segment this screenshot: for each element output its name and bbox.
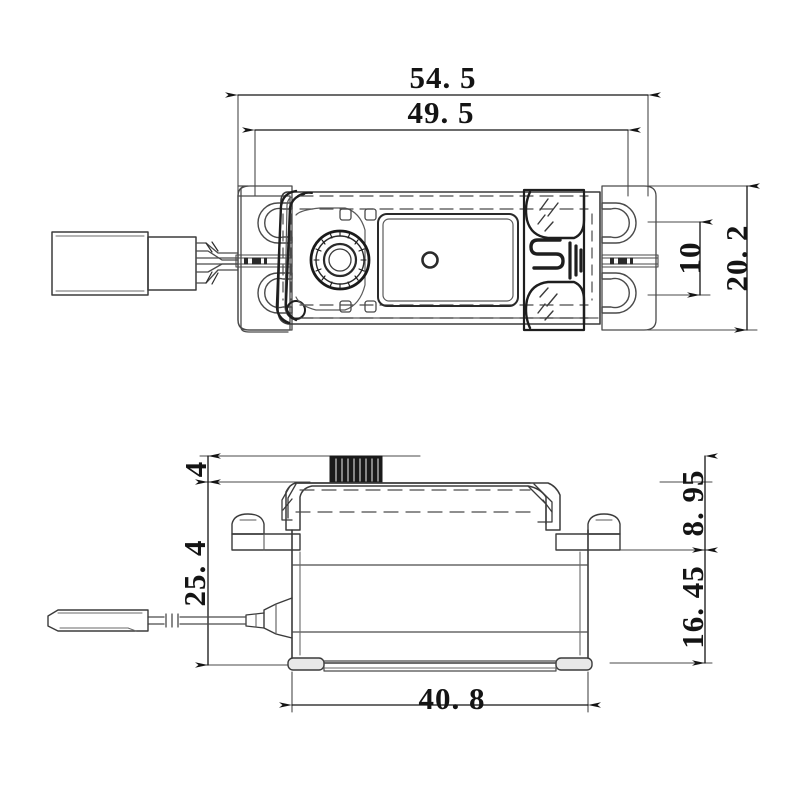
- heatsink-hatch-upper: [537, 198, 559, 232]
- logo-fins: [568, 241, 583, 280]
- dim-body-width: 40. 8: [419, 681, 486, 716]
- bottom-feet: [287, 657, 593, 672]
- three-wire-lead: [195, 241, 239, 285]
- spline-inner: [322, 242, 358, 278]
- heatsink-hatch-lower: [537, 287, 558, 321]
- dimension-lines-top-view: [225, 92, 760, 333]
- dimension-lines-side-view: [195, 453, 718, 708]
- label-plate: [377, 213, 519, 307]
- mount-hole-right-upper: [601, 202, 637, 244]
- dim-flange-to-top: 8. 95: [675, 470, 710, 537]
- dim-body-length: 49. 5: [408, 95, 475, 130]
- dimension-labels: 54. 5 49. 5 10 20. 2 4 25. 4 8. 95 16. 4…: [177, 60, 754, 716]
- mount-slot-right-fill: [610, 257, 633, 265]
- cable-connector-side: [47, 609, 149, 632]
- extension-lines-side-view: [199, 455, 713, 713]
- brand-logo-s: [529, 238, 565, 270]
- spline-outer-ring: [309, 229, 371, 291]
- dim-spline-height: 4: [178, 461, 213, 478]
- dim-mount-hole-spacing: 10: [672, 242, 707, 275]
- cable-lead-side: [147, 613, 247, 628]
- dim-overall-length: 54. 5: [410, 60, 477, 95]
- servo-body-inner-top: [284, 196, 599, 319]
- heatsink-pad-upper: [524, 190, 586, 240]
- case-shoulder-left: [281, 483, 297, 521]
- mount-hole-right-lower: [601, 272, 637, 314]
- label-plate-hole: [421, 251, 439, 269]
- wire-crimp-marks: [205, 241, 219, 285]
- extension-lines-top-view: [237, 94, 758, 331]
- cable-ferrule: [165, 613, 179, 628]
- mounting-tab-left-plate: [237, 185, 293, 331]
- dim-body-height: 16. 45: [675, 565, 710, 649]
- spline-teeth: [313, 230, 367, 290]
- top-view-group: [51, 92, 760, 333]
- mount-slot-left-fill: [244, 257, 267, 265]
- case-screw-boss-lower-left: [286, 300, 306, 320]
- mounting-flange-left: [231, 513, 301, 551]
- dim-overall-width: 20. 2: [719, 225, 754, 292]
- connector-plug-top: [51, 231, 197, 296]
- heatsink-pad-lower: [524, 280, 586, 330]
- case-screw-holes: [339, 208, 377, 313]
- output-spline-shaft: [329, 455, 383, 484]
- side-view-dashed-internal: [295, 489, 535, 513]
- output-spline-gear: [295, 207, 371, 311]
- mounting-tab-right: [601, 185, 657, 331]
- dim-total-height: 25. 4: [177, 540, 212, 607]
- case-body: [291, 529, 589, 664]
- mount-hole-left-lower: [257, 272, 293, 314]
- heatsink-logo-block: [522, 188, 586, 332]
- case-shoulder-right: [527, 483, 553, 525]
- side-view-group: [47, 453, 718, 713]
- wire-exit-grommet: [245, 597, 293, 639]
